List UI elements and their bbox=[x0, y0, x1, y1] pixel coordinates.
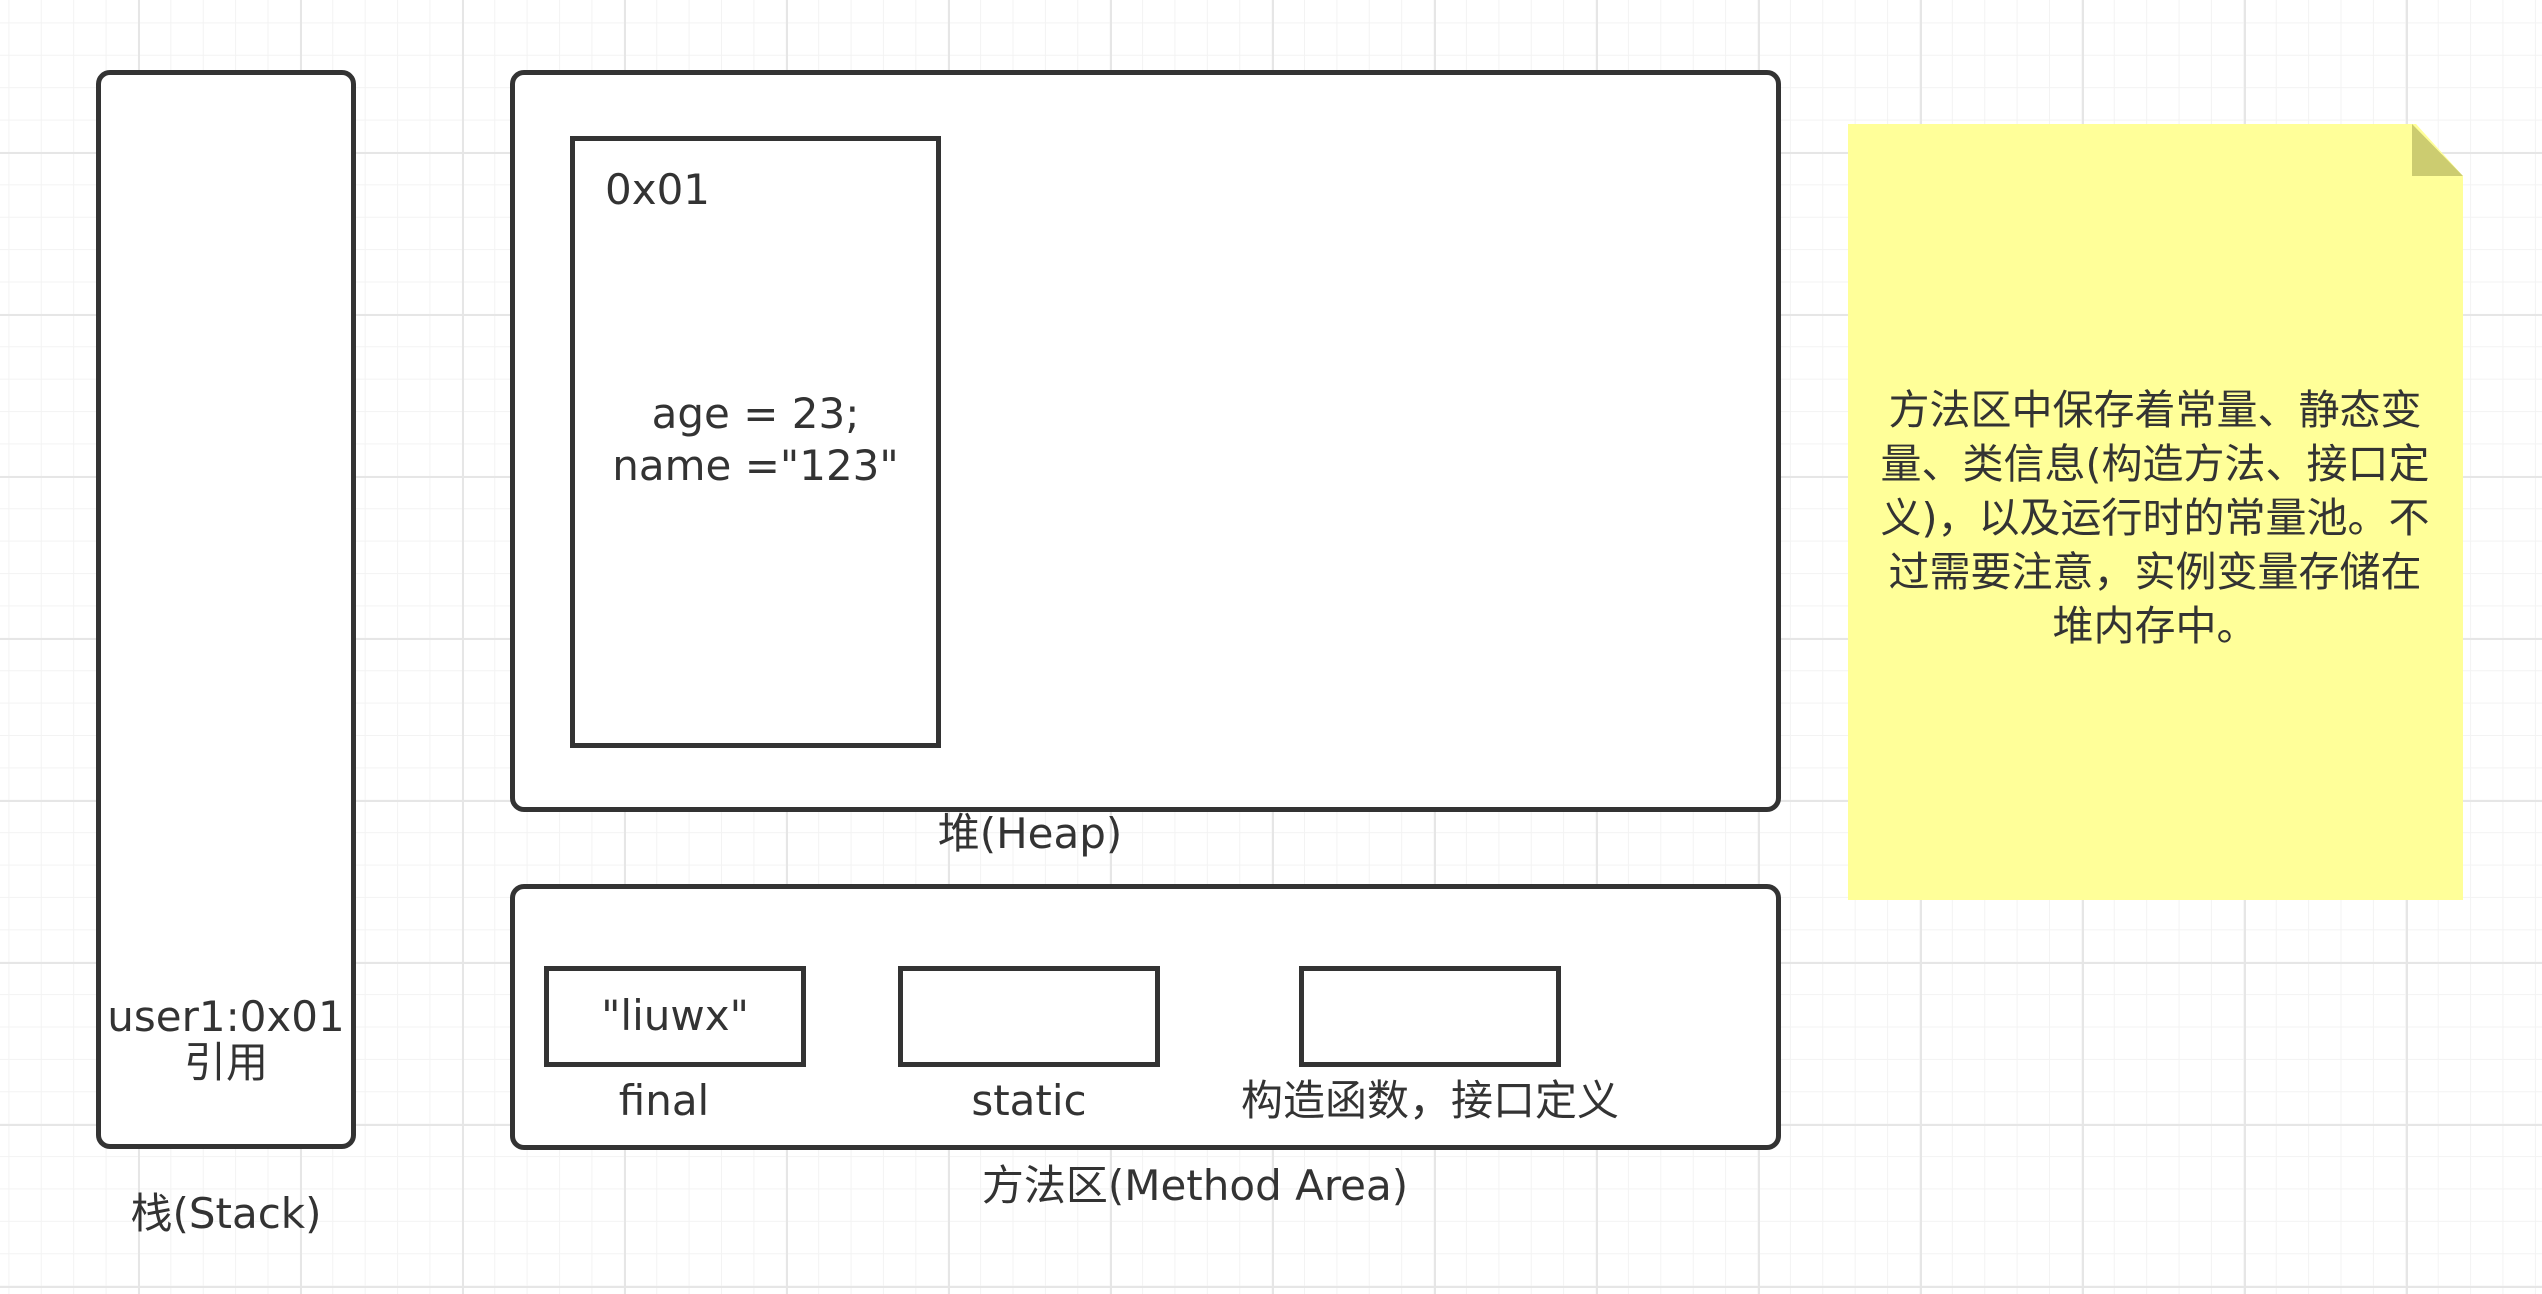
stack-caption: 栈(Stack) bbox=[130, 1189, 322, 1238]
sticky-note-text: 方法区中保存着常量、静态变量、类信息(构造方法、接口定义)，以及运行时的常量池。… bbox=[1880, 386, 2430, 650]
method-area-caption: 方法区(Method Area) bbox=[981, 1161, 1409, 1210]
heap-object-field-age: age = 23; bbox=[651, 389, 860, 438]
heap-object-box bbox=[570, 136, 941, 748]
stack-reference-value: user1:0x01 bbox=[107, 992, 345, 1041]
heap-object-address: 0x01 bbox=[605, 165, 711, 214]
heap-caption: 堆(Heap) bbox=[937, 809, 1123, 858]
method-area-slot-class-info bbox=[1299, 966, 1561, 1067]
stack-content: user1:0x01 引用 bbox=[96, 994, 356, 1086]
sticky-note bbox=[1848, 124, 2463, 900]
slot-label-static: static bbox=[971, 1076, 1087, 1125]
method-area-slot-final: "liuwx" bbox=[544, 966, 806, 1067]
slot-label-class-info: 构造函数，接口定义 bbox=[1240, 1076, 1619, 1125]
heap-object-field-name: name ="123" bbox=[612, 441, 899, 490]
method-area-slot-static bbox=[898, 966, 1160, 1067]
stack-box bbox=[96, 70, 356, 1149]
slot-label-final: final bbox=[618, 1076, 710, 1125]
final-constant-value: "liuwx" bbox=[601, 991, 749, 1041]
heap-object-fields: age = 23; name ="123" bbox=[570, 388, 941, 492]
stack-reference-label: 引用 bbox=[183, 1038, 268, 1087]
